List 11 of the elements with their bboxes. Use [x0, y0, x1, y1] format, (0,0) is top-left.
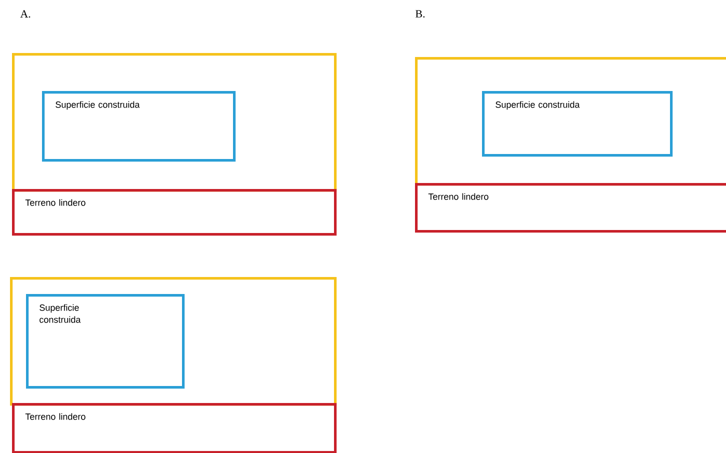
- panel-letter: B.: [416, 10, 425, 18]
- land-box: Terreno lindero: [12, 189, 337, 236]
- land-box: Terreno lindero: [415, 183, 726, 233]
- plot-box: [415, 57, 726, 186]
- building-box: Superficie construida: [26, 294, 185, 389]
- building-box: Superficie construida: [482, 91, 673, 157]
- land-box: Terreno lindero: [12, 403, 337, 453]
- panel-letter: A.: [20, 10, 30, 18]
- plot-box: [12, 53, 337, 192]
- plot-box: [10, 277, 337, 406]
- building-box: Superficie construida: [42, 91, 236, 162]
